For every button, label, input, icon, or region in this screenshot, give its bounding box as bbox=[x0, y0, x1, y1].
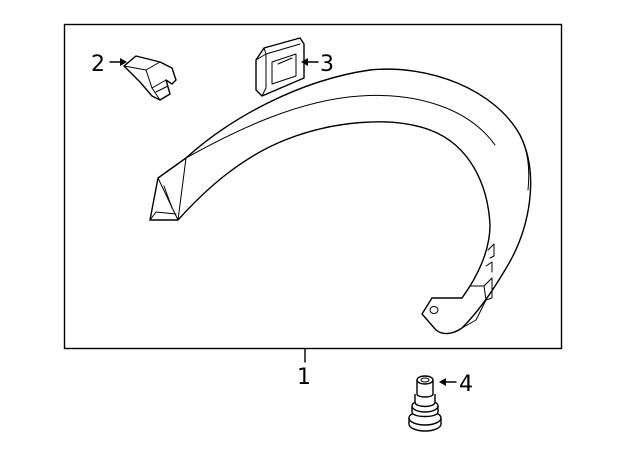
push-fastener bbox=[408, 375, 442, 432]
mounting-bracket bbox=[255, 37, 305, 97]
callout-4: 4 bbox=[459, 372, 473, 397]
assembly-frame bbox=[63, 23, 563, 350]
wheel-opening-molding bbox=[149, 68, 532, 335]
callout-1: 1 bbox=[297, 365, 311, 390]
callout-3: 3 bbox=[320, 52, 334, 77]
arrow-3 bbox=[301, 58, 308, 66]
arrow-2 bbox=[120, 58, 127, 66]
retainer-clip bbox=[123, 55, 177, 101]
arrow-4 bbox=[439, 378, 446, 386]
callout-2: 2 bbox=[91, 52, 105, 77]
